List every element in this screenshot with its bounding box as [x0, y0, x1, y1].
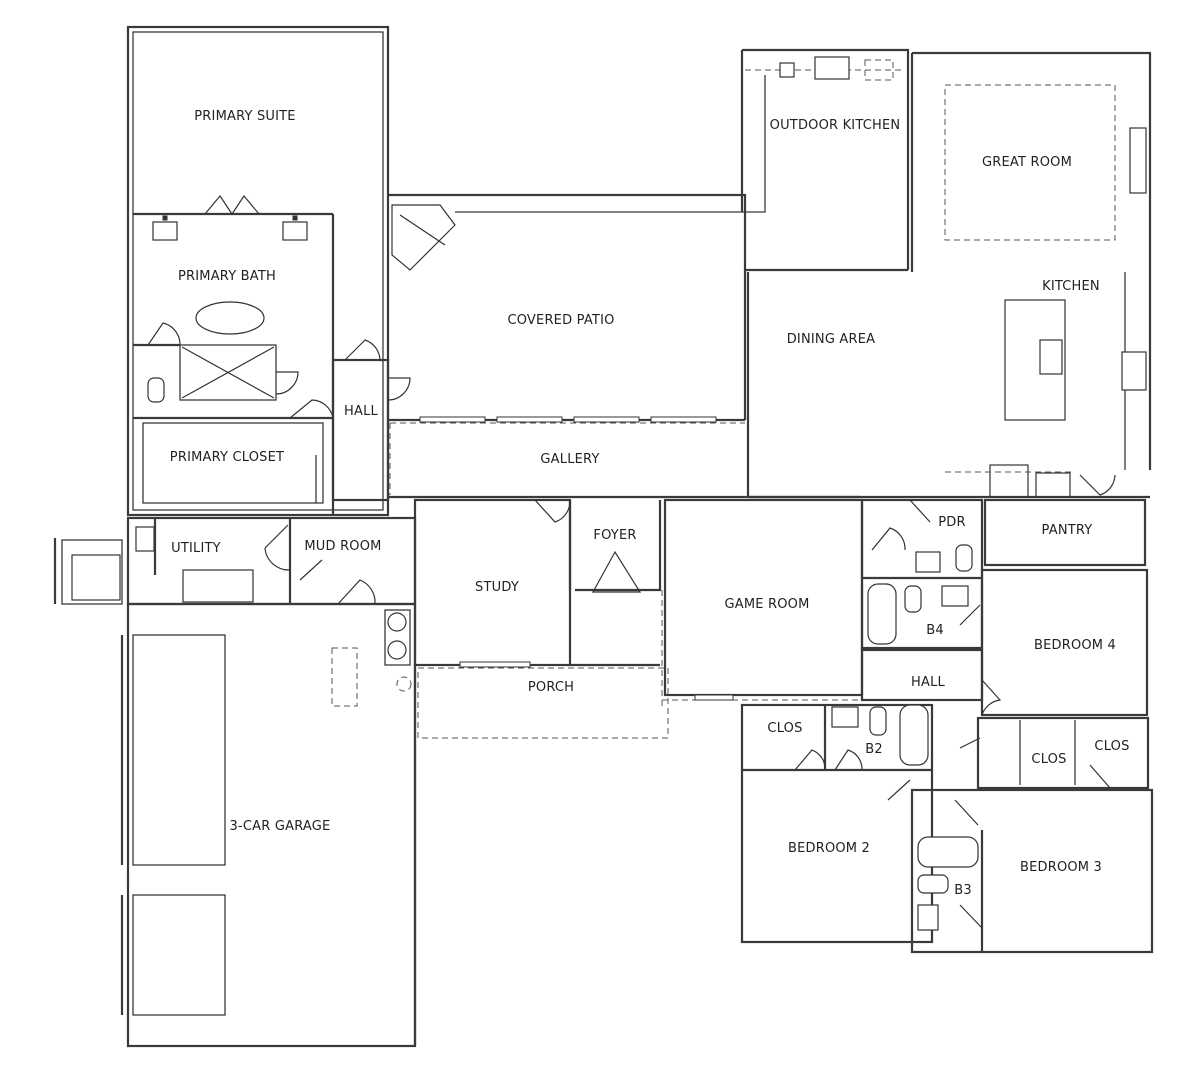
label-great-room: GREAT ROOM	[982, 155, 1072, 170]
label-pdr: PDR	[938, 515, 965, 530]
label-game-room: GAME ROOM	[724, 597, 809, 612]
pdr-pantry-walls	[860, 474, 1147, 650]
label-clos-right: CLOS	[1094, 739, 1129, 754]
label-study: STUDY	[475, 580, 519, 595]
great-room-walls	[740, 48, 1152, 499]
label-outdoor-kitchen: OUTDOOR KITCHEN	[770, 118, 901, 133]
patio-gallery-walls	[388, 75, 908, 499]
label-gallery: GALLERY	[540, 452, 599, 467]
label-clos-b2: CLOS	[767, 721, 802, 736]
label-hall-west: HALL	[344, 404, 379, 419]
label-pantry: PANTRY	[1042, 523, 1093, 538]
label-b4: B4	[926, 623, 944, 638]
label-bedroom-2: BEDROOM 2	[788, 841, 870, 856]
label-mud-room: MUD ROOM	[304, 539, 381, 554]
garage-walls	[120, 602, 417, 1048]
label-hall-east: HALL	[911, 675, 946, 690]
room-labels: PRIMARY SUITE PRIMARY BATH PRIMARY CLOSE…	[170, 109, 1130, 898]
primary-fixtures	[147, 194, 334, 419]
label-bedroom-4: BEDROOM 4	[1034, 638, 1116, 653]
label-kitchen: KITCHEN	[1042, 279, 1100, 294]
bedroom2-b2-walls	[740, 703, 934, 944]
label-b3: B3	[954, 883, 972, 898]
game-room-walls	[661, 498, 864, 710]
bedroom4-hall-walls	[860, 568, 1150, 790]
label-covered-patio: COVERED PATIO	[507, 313, 614, 328]
label-porch: PORCH	[528, 680, 574, 695]
label-dining-area: DINING AREA	[787, 332, 876, 347]
study-foyer-walls	[413, 498, 669, 1046]
label-clos-mid: CLOS	[1031, 752, 1066, 767]
label-utility: UTILITY	[171, 541, 221, 556]
bedroom3-b3-walls	[910, 788, 1154, 954]
label-primary-suite: PRIMARY SUITE	[194, 109, 295, 124]
hall-utility-walls	[53, 339, 417, 606]
label-primary-closet: PRIMARY CLOSET	[170, 450, 284, 465]
label-primary-bath: PRIMARY BATH	[178, 269, 276, 284]
label-3-car-garage: 3-CAR GARAGE	[230, 819, 331, 834]
label-foyer: FOYER	[593, 528, 636, 543]
label-bedroom-3: BEDROOM 3	[1020, 860, 1102, 875]
label-b2: B2	[865, 742, 883, 757]
